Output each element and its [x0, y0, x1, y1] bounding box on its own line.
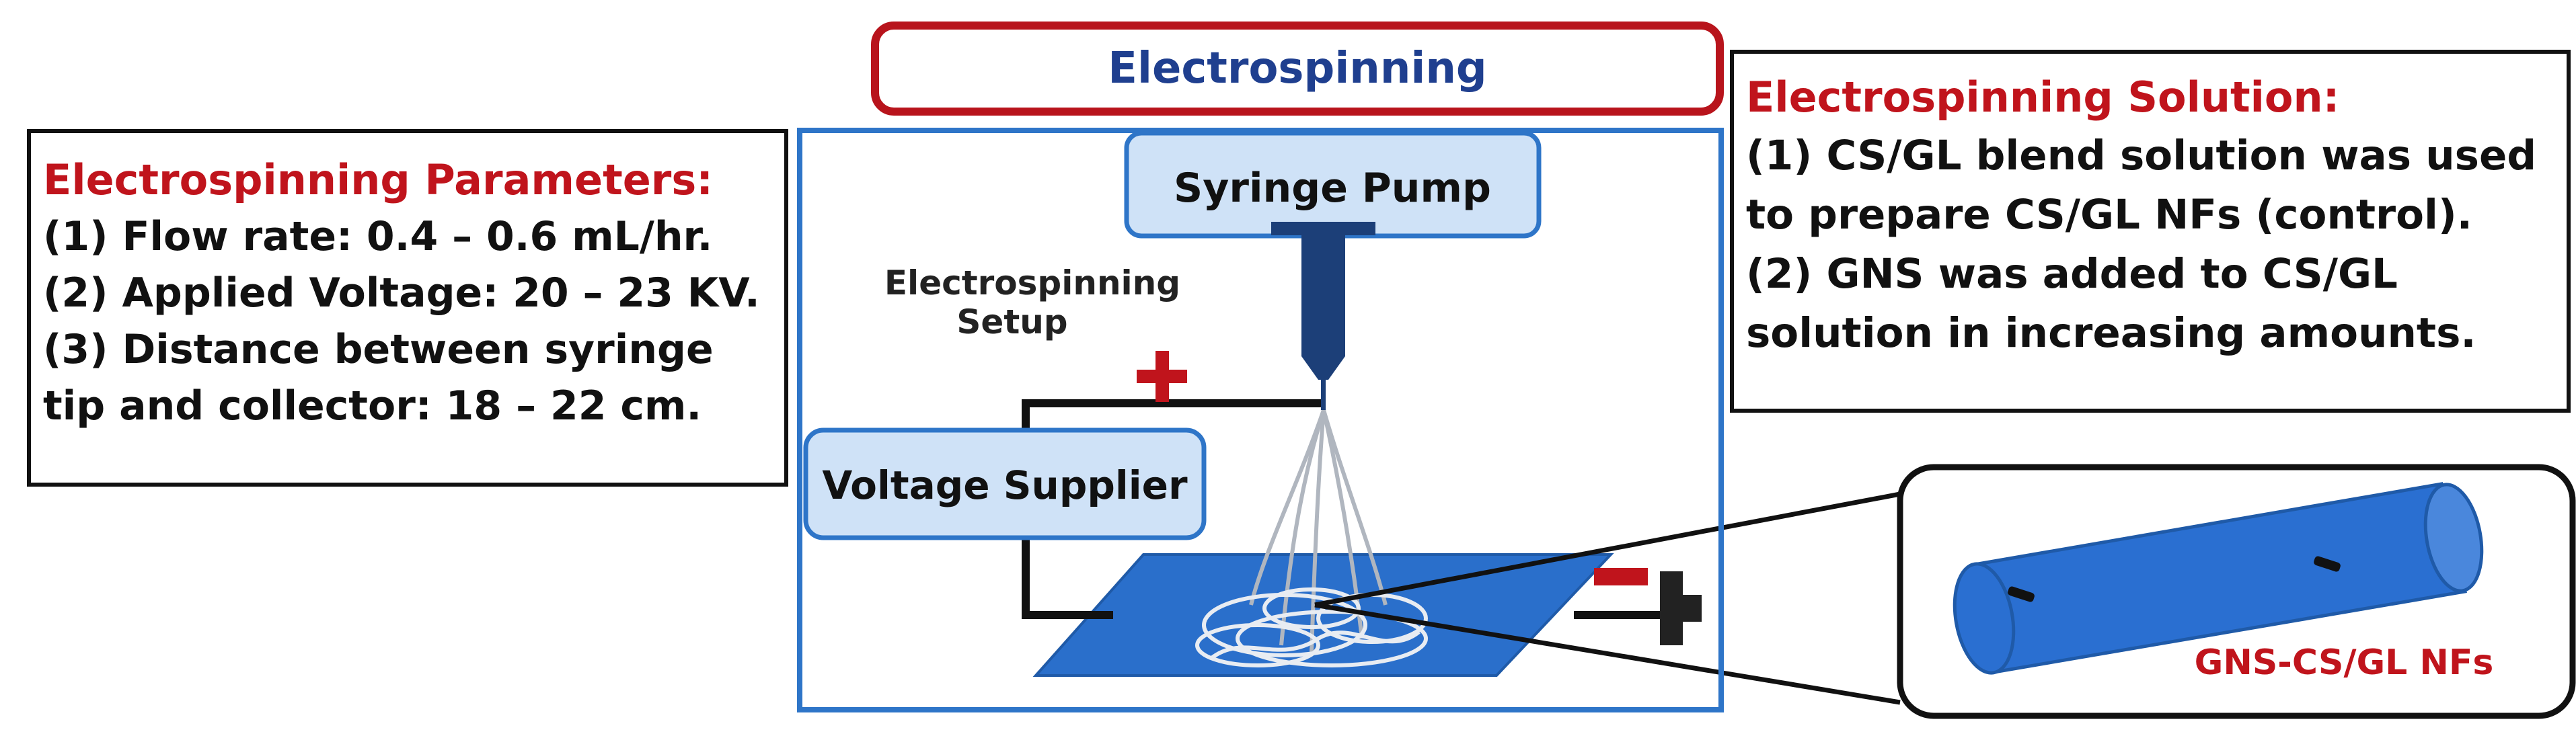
syringe-flange	[1271, 222, 1375, 235]
positive-wire	[1022, 399, 1324, 430]
parameter-line: tip and collector: 18 – 22 cm.	[43, 382, 702, 430]
ground-connector-tip	[1683, 595, 1702, 622]
parameters-box: Electrospinning Parameters: (1) Flow rat…	[27, 129, 788, 487]
voltage-supplier-label: Voltage Supplier	[822, 462, 1188, 508]
voltage-supplier-box	[803, 427, 1207, 540]
figure-title: Electrospinning	[1108, 44, 1487, 93]
ground-connector	[1660, 571, 1683, 645]
syringe-pump-label: Syringe Pump	[1174, 165, 1491, 212]
parameters-heading: Electrospinning Parameters:	[43, 155, 714, 204]
solution-box: Electrospinning Solution: (1) CS/GL blen…	[1730, 50, 2571, 413]
ground-wire-left	[1022, 538, 1113, 619]
title-box: Electrospinning	[871, 22, 1724, 116]
zoom-line-top	[1314, 491, 1901, 608]
fiber-mat	[1195, 587, 1428, 667]
zoom-line-bottom	[1314, 602, 1901, 705]
solution-line: to prepare CS/GL NFs (control).	[1746, 191, 2472, 239]
setup-label-line2: Setup	[956, 302, 1067, 341]
parameter-line: (2) Applied Voltage: 20 – 23 KV.	[43, 270, 760, 317]
setup-label-line1: Electrospinning	[884, 263, 1180, 302]
solution-heading: Electrospinning Solution:	[1746, 73, 2340, 122]
solution-line: solution in increasing amounts.	[1746, 309, 2476, 357]
nanofiber-cylinder	[1953, 482, 2484, 675]
syringe-needle	[1321, 380, 1326, 410]
setup-frame	[797, 128, 1724, 712]
syringe-barrel	[1301, 235, 1345, 356]
solution-line: (2) GNS was added to CS/GL	[1746, 250, 2398, 298]
syringe-tip	[1301, 356, 1345, 380]
collector-plate	[1032, 553, 1614, 677]
parameter-line: (3) Distance between syringe	[43, 326, 714, 373]
plus-sign-icon-vertical	[1156, 351, 1169, 402]
minus-sign-icon	[1594, 568, 1648, 585]
product-label: GNS-CS/GL NFs	[2195, 643, 2494, 683]
parameter-line: (1) Flow rate: 0.4 – 0.6 mL/hr.	[43, 213, 713, 260]
nanosheet-mark	[2008, 586, 2035, 602]
solution-line: (1) CS/GL blend solution was used	[1746, 132, 2537, 179]
nanosheet-mark	[2314, 556, 2341, 572]
